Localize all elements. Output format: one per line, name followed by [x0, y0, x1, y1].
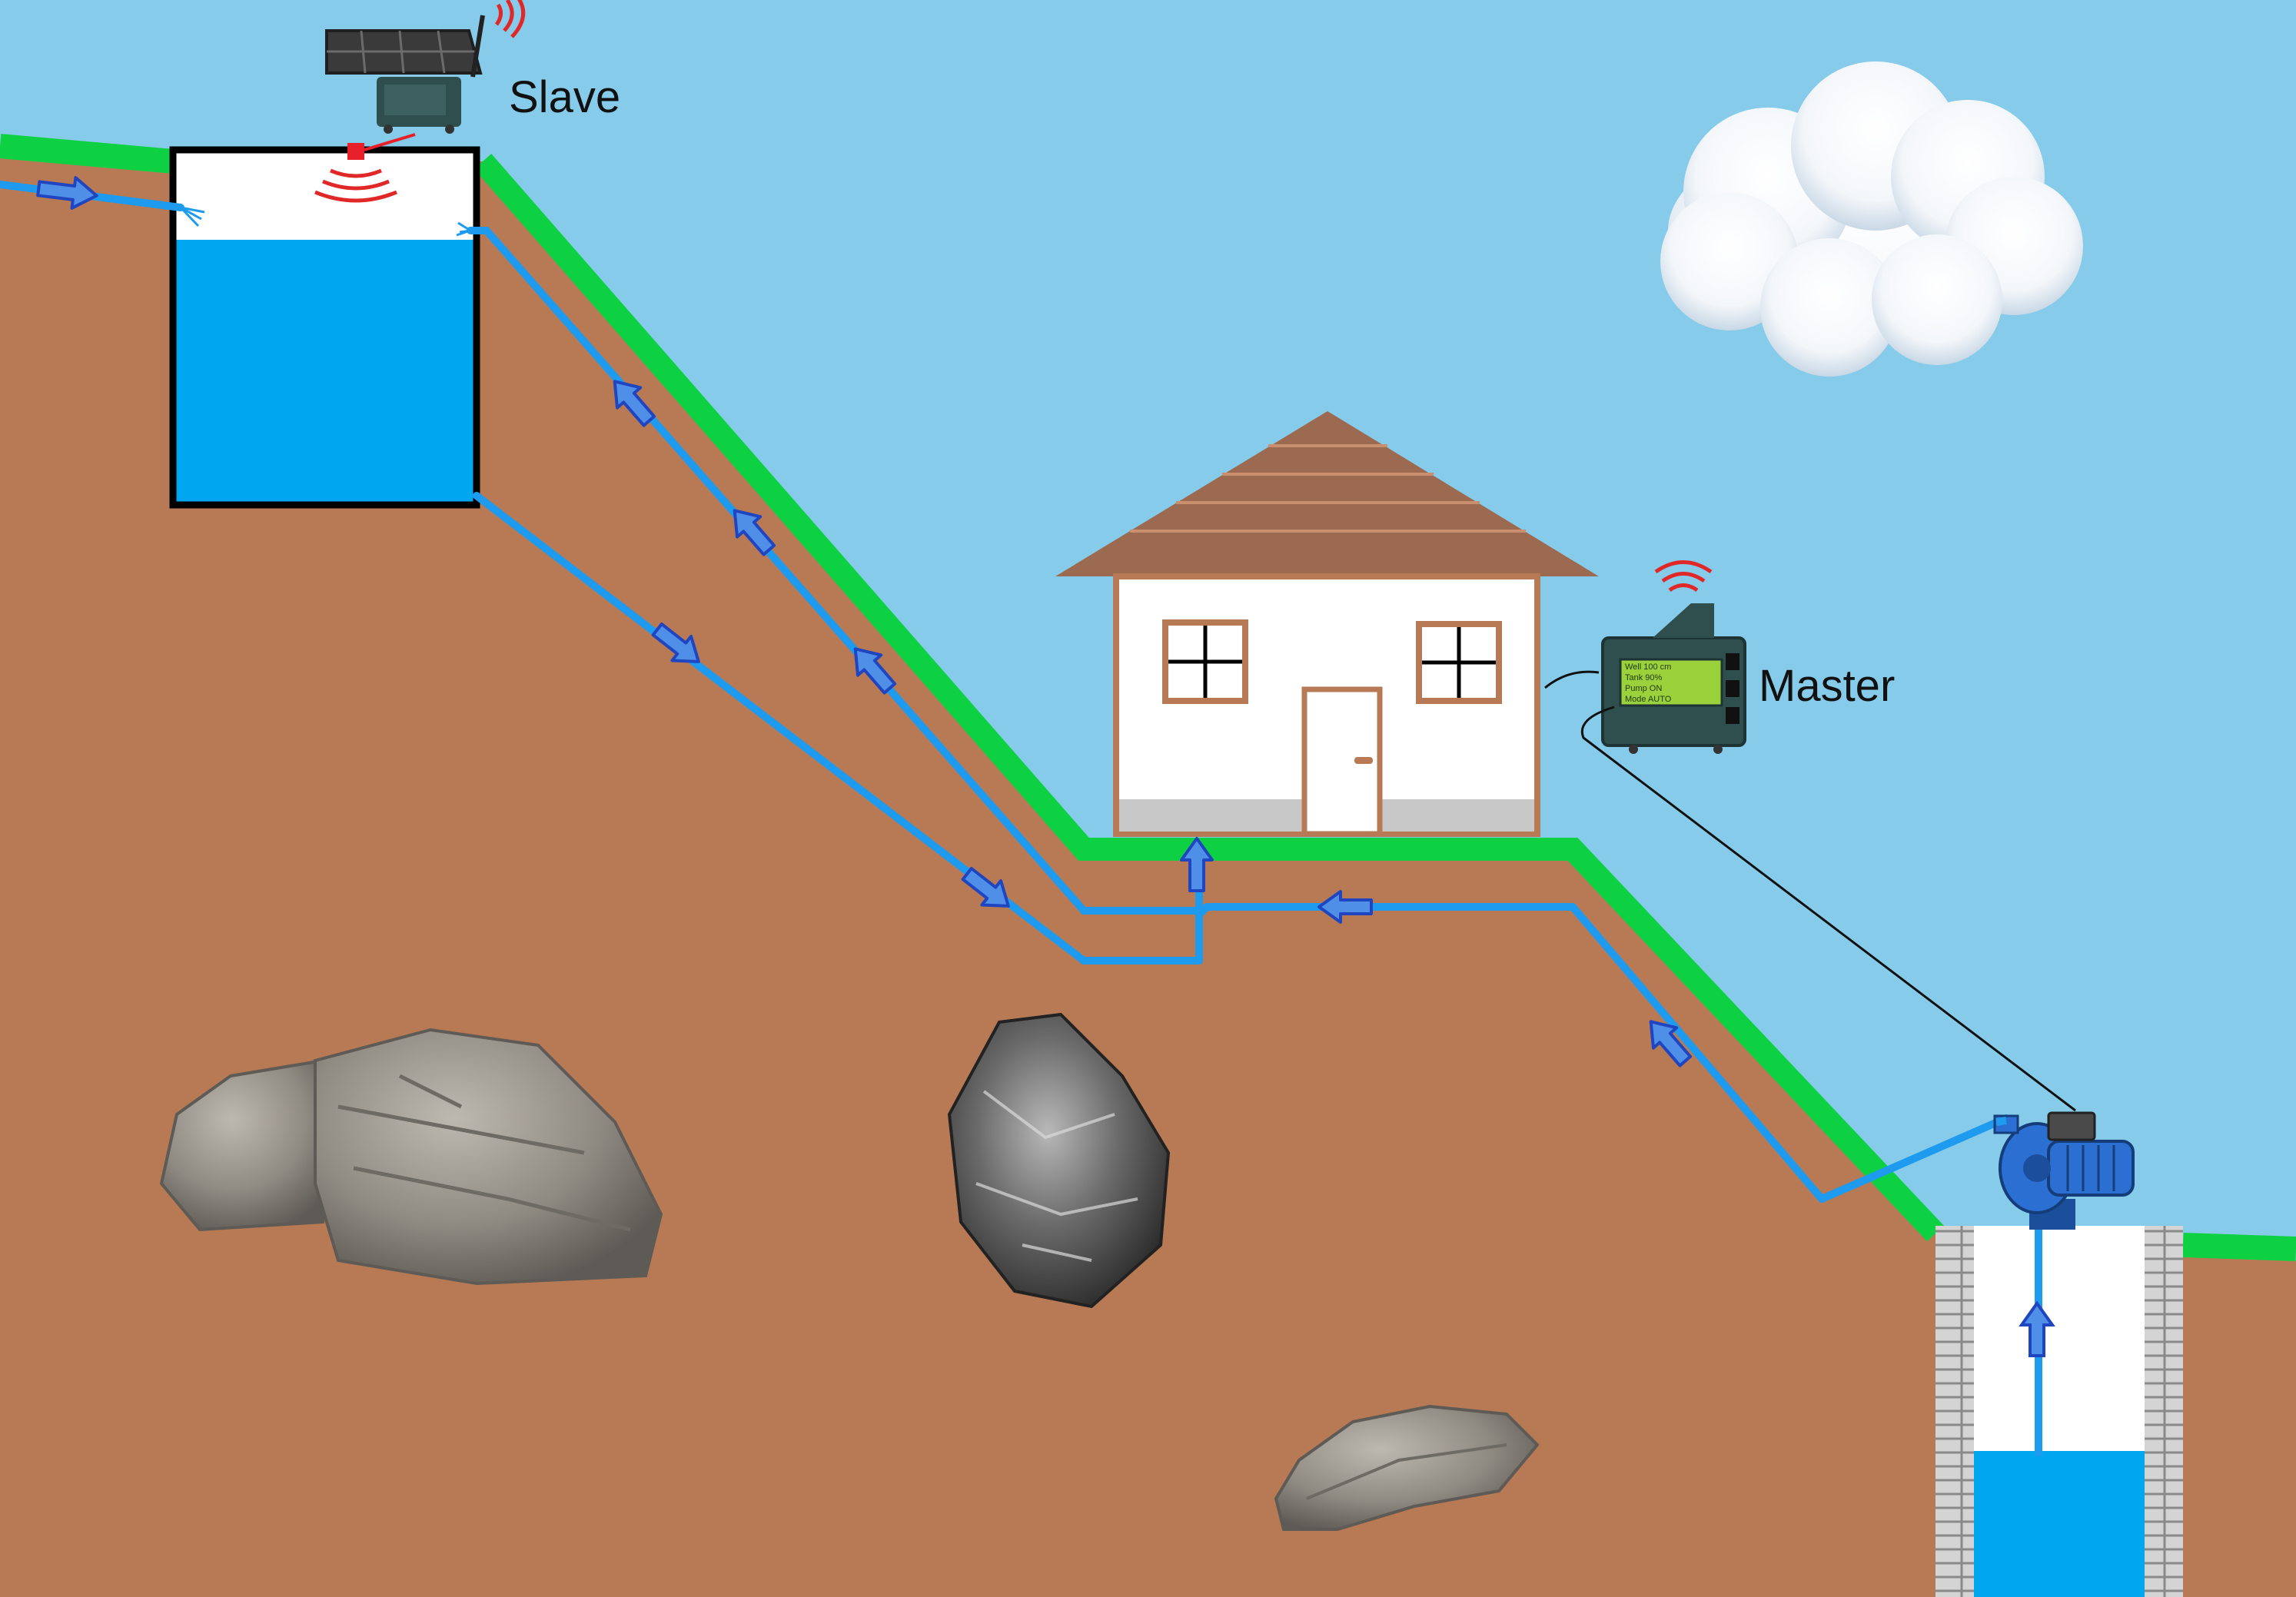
rock-coal: [947, 1012, 1171, 1309]
house-door: [1301, 686, 1383, 837]
cloud: [1660, 61, 2083, 377]
arrow-inlet: [36, 176, 98, 210]
sensor-waves: [314, 168, 397, 203]
lcd-line-1: Well 100 cm: [1625, 662, 1671, 672]
lcd-controller-icon: Well 100 cm Tank 90% Pump ON Mode AUTO: [1601, 603, 1746, 754]
master-wifi-signal-icon: [1654, 560, 1713, 593]
arrow-supply-left: [1317, 890, 1373, 924]
well-water: [1974, 1451, 2145, 1597]
sensor-cable: [364, 133, 416, 151]
pump-pipe-stub: [1995, 1117, 2007, 1126]
house: [1055, 411, 1599, 837]
pipe-tank-outlet: [473, 492, 1203, 965]
solar-wireless-sensor-icon: [325, 15, 485, 134]
house-window-right: [1416, 621, 1502, 704]
arrow-feed-3: [853, 647, 897, 695]
rock-small: [1274, 1404, 1540, 1531]
rock-large: [159, 1028, 663, 1286]
lcd-line-3: Pump ON: [1625, 684, 1662, 693]
arrow-outlet-2: [961, 866, 1010, 908]
house-window-left: [1162, 619, 1248, 704]
arrow-supply-slope: [1649, 1020, 1693, 1067]
ultrasonic-sensor: [347, 143, 364, 160]
house-roof: [1055, 411, 1599, 576]
lcd-line-4: Mode AUTO: [1625, 695, 1672, 704]
arrow-house-up: [1180, 837, 1214, 892]
tank-water: [173, 240, 477, 505]
master-house-cable: [1544, 670, 1600, 689]
pipe-supply-up: [1195, 845, 2010, 1203]
arrow-feed-1: [613, 380, 656, 427]
wifi-signal-icon: [494, 0, 526, 38]
grass-slope: [473, 154, 1944, 1242]
water-tank: [169, 146, 480, 509]
arrow-outlet-1: [651, 622, 700, 663]
arrow-feed-2: [733, 509, 776, 556]
master-label: Master: [1759, 661, 1895, 711]
master-pump-cable: [1581, 706, 2076, 1112]
well: [1935, 1226, 2183, 1597]
slave-label: Slave: [509, 72, 620, 122]
lcd-line-2: Tank 90%: [1625, 673, 1663, 682]
pipe-feed-tank: [467, 227, 1203, 915]
grass-surface: [0, 134, 174, 174]
pipe-inlet-spray: [179, 206, 471, 237]
grass-right: [2182, 1233, 2296, 1261]
